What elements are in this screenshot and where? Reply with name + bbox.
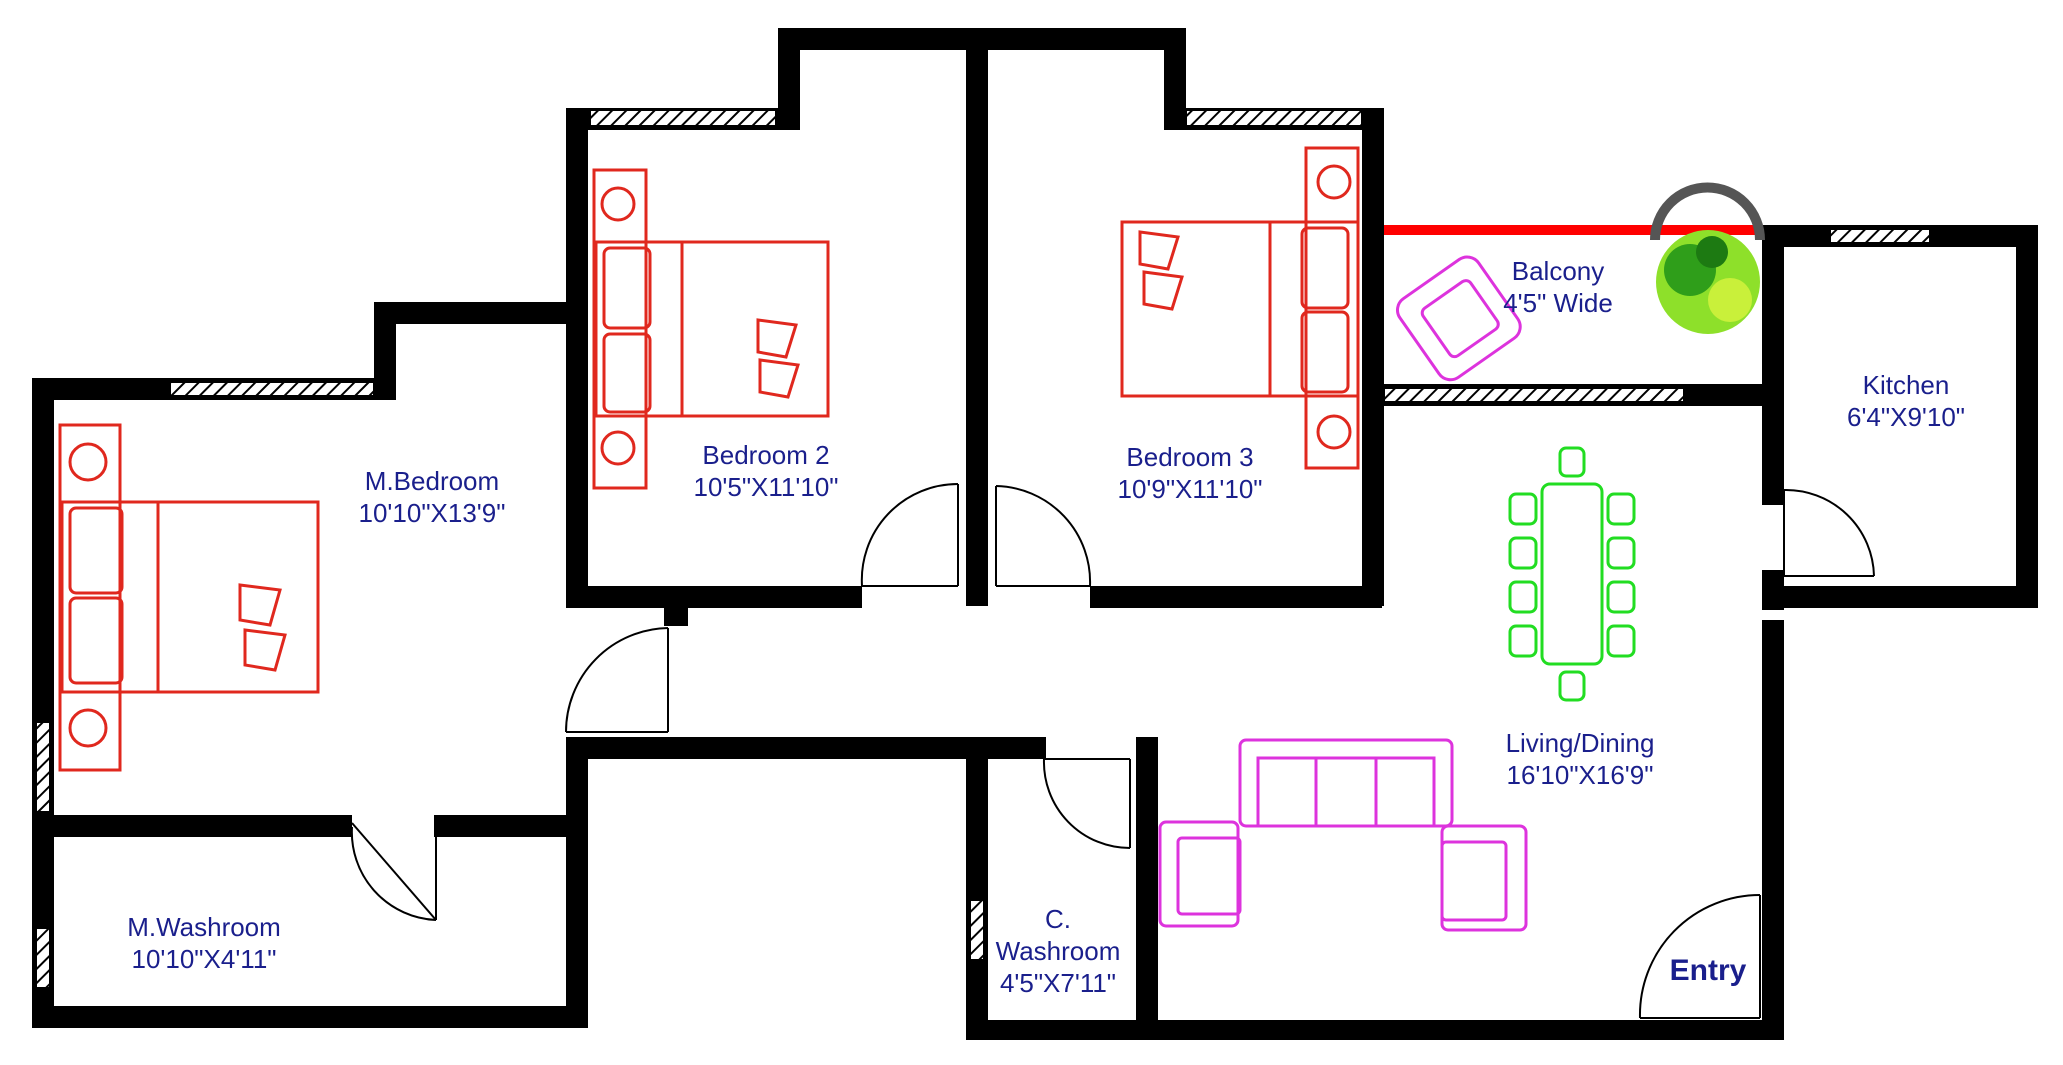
room-size: 10'10"X13'9" [359, 498, 506, 528]
dining-table-icon [1508, 446, 1636, 702]
door-swing-icon [565, 627, 669, 733]
window-icon [35, 927, 51, 989]
room-name: M.Bedroom [365, 466, 499, 496]
room-name: Balcony [1512, 256, 1605, 286]
room-name: Kitchen [1863, 370, 1950, 400]
door-swing-icon [1783, 488, 1875, 577]
door-swing-icon [995, 485, 1092, 587]
door-swing-icon [1638, 894, 1761, 1019]
room-size: 4'5"X7'11" [1000, 968, 1116, 998]
room-name: Bedroom 3 [1126, 442, 1253, 472]
armchair-icon [1396, 255, 1522, 382]
door-swing-icon [860, 482, 959, 587]
entry-label: Entry [1670, 954, 1747, 987]
doors [350, 482, 1875, 1019]
bed-icon [1120, 146, 1360, 470]
room-size: 4'5" Wide [1503, 288, 1613, 318]
walls [32, 28, 2038, 1040]
room-name: Washroom [996, 936, 1121, 966]
window-icon [969, 899, 985, 961]
window-icon [1383, 387, 1685, 403]
windows [35, 109, 1931, 989]
balcony-railing [1384, 225, 1762, 235]
room-size: 10'9"X11'10" [1117, 474, 1262, 504]
room-size: 6'4"X9'10" [1847, 402, 1965, 432]
sofa-set-icon [1158, 738, 1528, 932]
window-icon [35, 721, 51, 813]
window-icon [589, 109, 777, 127]
room-size: 10'5"X11'10" [693, 472, 838, 502]
bed-icon [592, 168, 830, 490]
window-icon [169, 381, 375, 397]
room-name: C. [1045, 904, 1071, 934]
plant-icon [1650, 182, 1765, 334]
room-size: 10'10"X4'11" [131, 944, 276, 974]
bed-icon [58, 423, 320, 772]
door-swing-icon [350, 822, 437, 921]
room-labels: M.Bedroom 10'10"X13'9" Bedroom 2 10'5"X1… [127, 256, 1965, 998]
room-size: 16'10"X16'9" [1507, 760, 1654, 790]
room-name: M.Washroom [127, 912, 281, 942]
window-icon [1829, 228, 1931, 244]
room-name: Living/Dining [1506, 728, 1655, 758]
window-icon [1185, 109, 1363, 127]
door-swing-icon [1042, 758, 1131, 849]
room-name: Bedroom 2 [702, 440, 829, 470]
